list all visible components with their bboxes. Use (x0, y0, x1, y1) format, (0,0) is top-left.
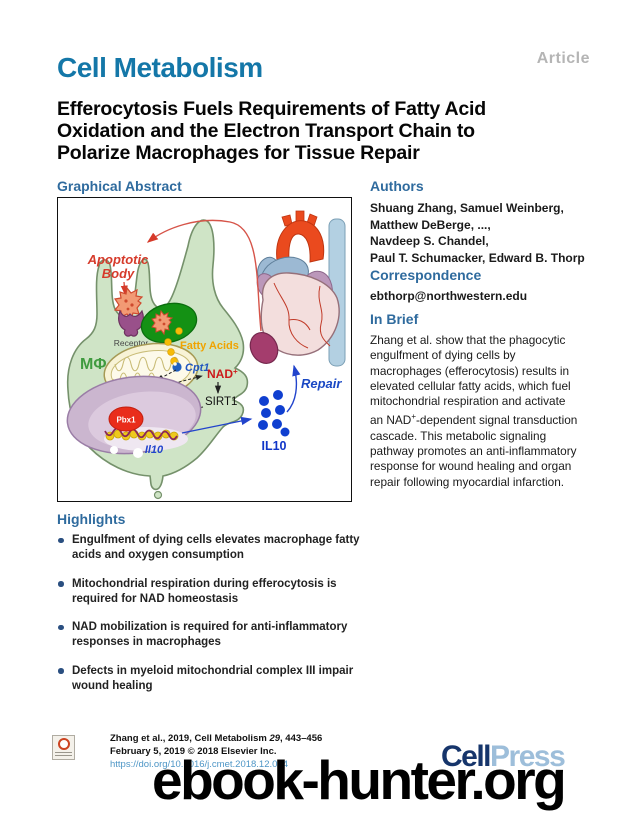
highlights-heading: Highlights (57, 511, 126, 527)
heart-illustration (249, 210, 346, 367)
apoptotic-body-label-2: Body (102, 266, 135, 281)
apoptotic-label-arrow (120, 281, 128, 296)
receptor-shape (118, 309, 144, 337)
citation-line-1: Zhang et al., 2019, Cell Metabolism 29, … (110, 733, 322, 746)
fatty-acids-label: Fatty Acids (180, 340, 239, 352)
citation-volume: 29 (269, 733, 281, 744)
article-type-label: Article (536, 50, 590, 67)
bullet-icon (58, 581, 64, 587)
highlight-text: Engulfment of dying cells elevates macro… (72, 534, 360, 561)
author-line: Matthew DeBerge, ..., (370, 217, 491, 232)
signaling-group: NAD+ SIRT1 (145, 367, 238, 420)
badge-ring-icon (57, 738, 70, 750)
macrophage-label: MΦ (80, 356, 106, 373)
fatty-acid-dot (175, 327, 183, 335)
correspondence-email[interactable]: ebthorp@northwestern.edu (370, 289, 528, 303)
bullet-icon (58, 537, 64, 543)
nad-superscript: + (411, 412, 416, 422)
highlight-item: Mitochondrial respiration during efferoc… (57, 577, 372, 607)
engulfed-apoptotic-body (151, 309, 174, 336)
in-brief-text-part2: -dependent signal transduction cascade. … (370, 413, 578, 489)
authors-section: Authors Shuang Zhang, Samuel Weinberg, M… (370, 178, 585, 266)
in-brief-text-part1: Zhang et al. show that the phagocytic en… (370, 333, 571, 428)
cellpress-logo: CellPress (441, 740, 566, 774)
repair-arrow (286, 364, 301, 413)
journal-logo: Cell Metabolism (57, 52, 263, 83)
il10-protein-label: IL10 (261, 439, 286, 453)
sirt1-label: SIRT1 (205, 396, 237, 408)
heart-body (260, 272, 340, 356)
title-line-1: Efferocytosis Fuels Requirements of Fatt… (57, 98, 486, 120)
cell-bleb (153, 490, 163, 500)
il10-gene-label: Il10 (145, 444, 164, 456)
cristae-row-1 (114, 356, 180, 372)
il10-secretion-group: IL10 Repair (181, 364, 342, 453)
authors-heading: Authors (370, 178, 424, 194)
graphical-abstract-figure: Apoptotic Body Receptor (57, 197, 352, 502)
apoptotic-body-group: Apoptotic Body (87, 252, 149, 321)
pbx1-label: Pbx1 (116, 416, 136, 425)
ebook-hunter-watermark: ebook-hunter.org (152, 749, 567, 811)
author-line: Paul T. Schumacker, Edward B. Thorp (370, 250, 585, 265)
highlights-section: Highlights Engulfment of dying cells ele… (57, 511, 372, 707)
graphical-abstract-svg: Apoptotic Body Receptor (66, 210, 346, 500)
badge-line (55, 754, 72, 756)
heart-to-cell-arrow (146, 219, 262, 332)
aorta (276, 220, 325, 263)
correspondence-section: Correspondence ebthorp@northwestern.edu (370, 267, 585, 303)
infarct-region (249, 332, 279, 364)
phagosome-group (140, 302, 198, 344)
nucleus-group: Pbx1 Il10 (66, 375, 202, 458)
citation-block: Zhang et al., 2019, Cell Metabolism 29, … (110, 733, 322, 771)
highlight-item: NAD mobilization is required for anti-in… (57, 620, 372, 650)
highlight-text: NAD mobilization is required for anti-in… (72, 621, 348, 648)
paper-title: Efferocytosis Fuels Requirements of Fatt… (57, 98, 486, 164)
author-line: Navdeep S. Chandel, (370, 234, 489, 248)
apoptotic-body (113, 286, 144, 321)
chromatin-strand (104, 427, 179, 441)
highlight-item: Engulfment of dying cells elevates macro… (57, 533, 372, 563)
in-brief-heading: In Brief (370, 311, 419, 327)
author-line: Shuang Zhang, Samuel Weinberg, (370, 201, 564, 215)
bullet-icon (58, 624, 64, 630)
doi-link[interactable]: https://doi.org/10.1016/j.cmet.2018.12.0… (110, 758, 288, 770)
highlight-text: Mitochondrial respiration during efferoc… (72, 577, 337, 605)
citation-line-2: February 5, 2019 © 2018 Elsevier Inc. (110, 745, 277, 757)
coronary-arteries (273, 282, 331, 349)
bullet-icon (58, 668, 64, 674)
correspondence-heading: Correspondence (370, 267, 482, 283)
title-line-3: Polarize Macrophages for Tissue Repair (57, 142, 420, 164)
check-updates-badge-icon[interactable] (52, 735, 75, 760)
cellpress-logo-cell: Cell (441, 740, 492, 773)
badge-line (55, 751, 72, 753)
in-brief-text: Zhang et al. show that the phagocytic en… (370, 333, 580, 490)
nad-label: NAD+ (207, 367, 238, 381)
in-brief-section: In Brief Zhang et al. show that the phag… (370, 311, 580, 490)
highlight-item: Defects in myeloid mitochondrial complex… (57, 664, 372, 694)
receptor-label: Receptor (114, 338, 149, 348)
title-line-2: Oxidation and the Electron Transport Cha… (57, 120, 475, 142)
il10-secretion-arrow (181, 416, 253, 434)
citation-pages: , 443–456 (280, 733, 323, 744)
il10-molecules (258, 390, 290, 437)
repair-label: Repair (301, 376, 342, 391)
fatty-acids-group: Fatty Acids Cpt1 (164, 338, 239, 374)
graphical-abstract-heading: Graphical Abstract (57, 178, 182, 194)
citation-text: Zhang et al., 2019, Cell Metabolism (110, 733, 270, 744)
cellpress-logo-press: Press (490, 740, 566, 773)
pbx1-protein (108, 406, 144, 432)
highlight-text: Defects in myeloid mitochondrial complex… (72, 664, 354, 692)
apoptotic-body-label-1: Apoptotic (87, 252, 149, 267)
receptor-group: Receptor (114, 309, 149, 348)
cpt1-label: Cpt1 (185, 362, 209, 374)
